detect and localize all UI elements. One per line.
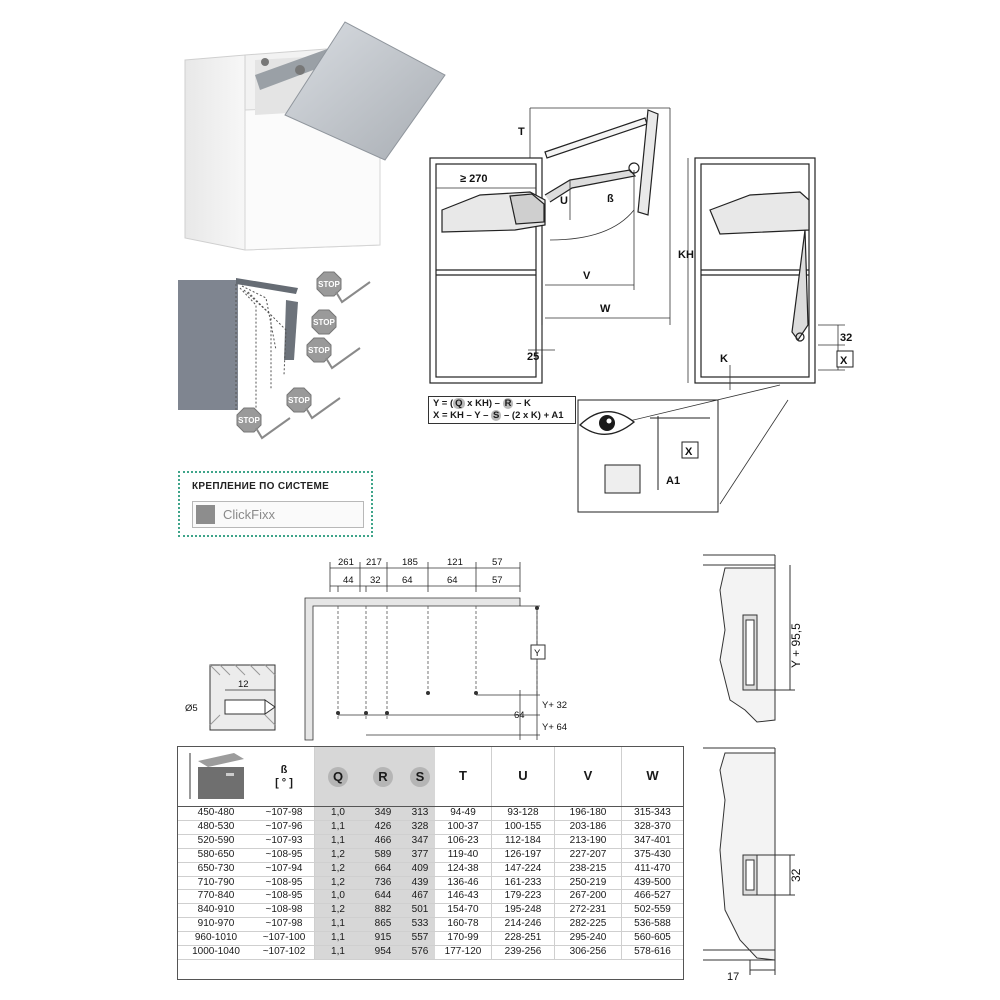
- label-beta: ß: [607, 193, 614, 205]
- stop-sign: STOP: [311, 309, 337, 335]
- product-photo: [184, 21, 446, 251]
- label-X: X: [840, 355, 848, 367]
- drilling-template: 261 217 185 121 57 44 32 64 64 57 Y Y+ 3…: [185, 557, 567, 741]
- cabinet-diagram: T ≥ 270 U ß V W 25 KH K 32 X X A1: [429, 107, 854, 513]
- dim-57b: 57: [492, 575, 503, 586]
- label-25: 25: [527, 351, 539, 363]
- label-A1: A1: [666, 475, 680, 487]
- eye-icon: [578, 411, 636, 435]
- dim-32: 32: [370, 575, 381, 586]
- label-K: K: [720, 353, 728, 365]
- label-U: U: [560, 195, 568, 207]
- svg-text:STOP: STOP: [288, 396, 310, 405]
- dim-64: 64: [402, 575, 413, 586]
- dim-57: 57: [492, 557, 503, 568]
- dim-17: 17: [727, 971, 739, 983]
- dim-261: 261: [338, 557, 354, 568]
- dim-Y: Y: [534, 648, 541, 659]
- cabinet-icon-cell: [178, 747, 254, 807]
- system-box-title: КРЕПЛЕНИЕ ПО СИСТЕМЕ: [192, 481, 330, 492]
- dim-y955: Y + 95,5: [789, 623, 803, 668]
- svg-text:STOP: STOP: [308, 346, 330, 355]
- svg-text:STOP: STOP: [238, 416, 260, 425]
- header-S: S: [405, 747, 435, 807]
- table-header-row: ß [ ° ] Q R S T U V W: [178, 747, 683, 807]
- dim-32-side: 32: [789, 868, 803, 882]
- dim-217: 217: [366, 557, 382, 568]
- label-32: 32: [840, 332, 852, 344]
- svg-text:STOP: STOP: [318, 280, 340, 289]
- stop-sign: STOP: [286, 387, 312, 413]
- label-T: T: [518, 126, 525, 138]
- dim-185: 185: [402, 557, 418, 568]
- label-V: V: [583, 270, 591, 282]
- clickfixx-name: ClickFixx: [223, 507, 275, 522]
- stop-sign: STOP: [306, 337, 332, 363]
- dim-Y32: Y+ 32: [542, 700, 567, 711]
- label-ge270: ≥ 270: [460, 173, 487, 185]
- header-T: T: [435, 747, 492, 807]
- formula-box: Y = (Q x KH) – R – K X = KH – Y – S – (2…: [428, 396, 576, 424]
- label-X-detail: X: [685, 446, 693, 458]
- clickfixx-badge: ClickFixx: [192, 501, 364, 528]
- dim-121: 121: [447, 557, 463, 568]
- dim-Y64: Y+ 64: [542, 722, 567, 733]
- header-V: V: [554, 747, 622, 807]
- side-profile: Y + 95,5 32 17: [703, 554, 803, 983]
- svg-text:STOP: STOP: [313, 318, 335, 327]
- header-beta: ß [ ° ]: [254, 747, 315, 807]
- stop-sign: STOP: [236, 407, 262, 433]
- cabinet-icon: [189, 753, 244, 800]
- dim-44: 44: [343, 575, 354, 586]
- label-W: W: [600, 303, 611, 315]
- header-U: U: [491, 747, 555, 807]
- header-R: R: [361, 747, 405, 807]
- dim-d5: Ø5: [185, 703, 198, 714]
- formula-line2: X = KH – Y – S – (2 x K) + A1: [433, 410, 564, 421]
- label-KH: KH: [678, 249, 694, 261]
- header-Q: Q: [314, 747, 361, 807]
- header-W: W: [621, 747, 683, 807]
- dim-64b: 64: [447, 575, 458, 586]
- stop-sign: STOP: [316, 271, 342, 297]
- stop-positions-illustration: STOP STOP STOP STOP STOP: [178, 271, 371, 440]
- system-box: КРЕПЛЕНИЕ ПО СИСТЕМЕ ClickFixx: [178, 471, 373, 537]
- formula-line1: Y = (Q x KH) – R – K: [433, 398, 531, 409]
- dim-64-side: 64: [514, 710, 525, 721]
- dim-12: 12: [238, 679, 249, 690]
- clickfixx-icon: [196, 505, 215, 524]
